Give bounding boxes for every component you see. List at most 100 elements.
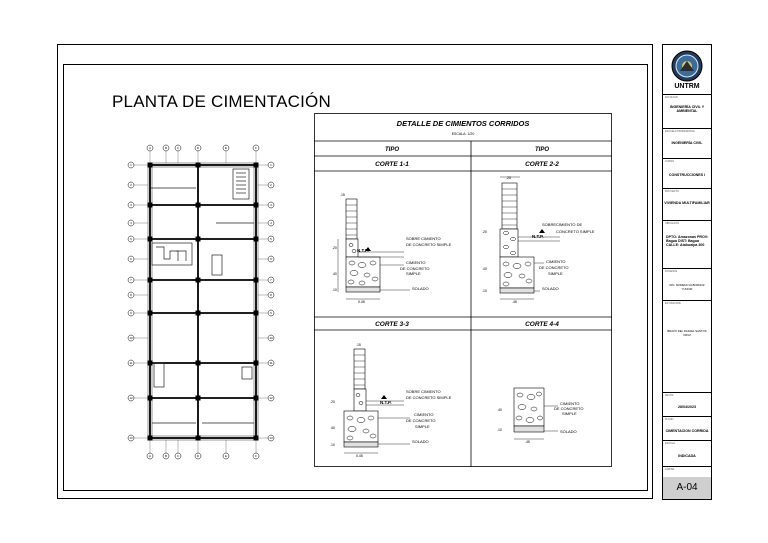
plan-column xyxy=(147,360,153,366)
cut-1-cimiento-1: CIMIENTO xyxy=(406,260,425,265)
plan-column xyxy=(147,395,153,401)
cut-4-solado: SOLADO xyxy=(560,429,577,434)
cut-1-drawing: N.T.P. .15 .20 .40 .10 0.45 SOBRE CIMIEN… xyxy=(332,193,452,304)
cut-2-sobrecimiento-1: SOBRECIMIENTO DE xyxy=(542,222,582,227)
axis-bubble-left xyxy=(127,181,135,189)
cut-1-dim-h1: .20 xyxy=(332,246,337,250)
cut-4-dim-width: .45 xyxy=(525,440,530,444)
plan-walls xyxy=(149,164,257,439)
cut-2-cimiento-3: SIMPLE xyxy=(548,271,563,276)
axis-bubble-left xyxy=(127,235,135,243)
cut-3-dim-top: .15 xyxy=(356,343,361,347)
plan-column xyxy=(147,277,153,283)
axis-bubble-top-label: A xyxy=(149,146,151,150)
axis-bubble-right xyxy=(267,201,275,209)
axis-bubble-top xyxy=(162,144,170,152)
foundation-detail-table: DETALLE DE CIMIENTOS CORRIDOS ESCALA: 1/… xyxy=(314,113,612,467)
tb-cell-teacher: DOCENTE ING. MORENO ALBORNOZ YUNIOR xyxy=(663,269,711,301)
tb-cell-student: ESTUDIANTE BRAVO DEL RAFAEL SANTOS CRUZ xyxy=(663,301,711,393)
axis-bubble-left-label: 4 xyxy=(130,221,132,225)
axis-bubble-bottom xyxy=(222,452,230,460)
axis-bubble-right xyxy=(267,161,275,169)
axis-bubble-right xyxy=(267,394,275,402)
axis-bubble-bottom xyxy=(146,452,154,460)
cut-3-title: CORTE 3-3 xyxy=(375,321,409,328)
axis-bubble-bottom-label: E xyxy=(225,454,227,458)
tb-cell-project: PROYECTO VIVIENDA MULTIFAMILIAR xyxy=(663,189,711,221)
axis-bubble-left-label: 10 xyxy=(129,336,133,340)
axis-bubble-left-label: 5 xyxy=(130,237,132,241)
axis-bubble-top-label: C xyxy=(177,146,180,150)
cut-3-cimiento-2: DE CONCRETO xyxy=(406,418,435,423)
cut-2-cimiento-2: DE CONCRETO xyxy=(539,265,568,270)
cut-3-sobrecimiento-1: SOBRE CIMIENTO xyxy=(406,389,441,394)
plan-column xyxy=(253,277,259,283)
tb-value: ING. MORENO ALBORNOZ YUNIOR xyxy=(669,283,705,292)
plan-column xyxy=(253,202,259,208)
cut-2-dim-width: .45 xyxy=(512,300,517,304)
axis-bubble-right-label: 1 xyxy=(270,163,272,167)
cut-2-dim-h3: .10 xyxy=(482,289,487,293)
axis-bubble-right-label: 2 xyxy=(270,183,272,187)
plan-column xyxy=(195,162,201,168)
tb-value: INGENIERÍA CIVIL Y AMBIENTAL xyxy=(669,105,705,114)
drawing-inner-frame xyxy=(63,64,648,491)
axis-bubble-top xyxy=(222,144,230,152)
cut-4-cimiento-1: CIMIENTO xyxy=(560,401,579,406)
cut-1-dim-top: .15 xyxy=(340,193,345,197)
axis-bubble-right-label: 8 xyxy=(270,293,272,297)
plan-column xyxy=(195,435,201,441)
axis-bubble-left-label: 8 xyxy=(130,293,132,297)
sheet-number-box: A-04 xyxy=(663,477,711,499)
axis-bubble-right-label: 11 xyxy=(269,361,272,365)
tb-label: CURSO xyxy=(665,160,675,163)
axis-bubble-left-label: 9 xyxy=(130,311,132,315)
axis-bubble-top-label: B xyxy=(165,146,167,150)
axis-bubble-left xyxy=(127,255,135,263)
university-seal-icon xyxy=(671,50,703,82)
cut-4-title: CORTE 4-4 xyxy=(525,321,559,328)
tb-label: UBICACIÓN xyxy=(665,222,679,225)
axis-bubble-left-label: 6 xyxy=(130,257,132,261)
tb-value: INDICADA xyxy=(678,454,696,458)
plan-column xyxy=(147,435,153,441)
axis-bubble-right-label: 12 xyxy=(269,396,273,400)
cut-1-dim-h2: .40 xyxy=(332,272,337,276)
axis-bubble-right xyxy=(267,235,275,243)
axis-bubble-bottom-label: A xyxy=(149,454,151,458)
plan-details xyxy=(150,168,254,424)
axis-bubble-top xyxy=(174,144,182,152)
axis-bubble-left xyxy=(127,276,135,284)
axis-bubble-right-label: 7 xyxy=(270,278,272,282)
cut-1-dim-h3: .10 xyxy=(332,288,337,292)
axis-bubble-right xyxy=(267,291,275,299)
cut-4-cimiento-3: SIMPLE xyxy=(562,411,577,416)
tb-cell-faculty: FACULTAD INGENIERÍA CIVIL Y AMBIENTAL xyxy=(663,95,711,129)
plan-column xyxy=(147,236,153,242)
tb-value: DPTO: Amazonas PROV: Bagua DIST: Bagua C… xyxy=(666,235,709,248)
axis-bubble-right xyxy=(267,309,275,317)
cut-2-ntp: N.T.P. xyxy=(532,234,544,239)
axis-bubble-left-label: 7 xyxy=(130,278,132,282)
tb-value: INGENIERÍA CIVIL xyxy=(671,141,703,145)
axis-bubble-left xyxy=(127,309,135,317)
plan-column xyxy=(195,277,201,283)
axis-bubble-bottom xyxy=(174,452,182,460)
plan-column xyxy=(195,310,201,316)
axis-bubble-right-label: 5 xyxy=(270,237,272,241)
cut-1-title: CORTE 1-1 xyxy=(375,161,409,168)
axis-bubble-bottom xyxy=(162,452,170,460)
cut-2-cimiento-1: CIMIENTO xyxy=(546,259,565,264)
cut-2-solado: SOLADO xyxy=(542,286,559,291)
axis-bubble-right xyxy=(267,359,275,367)
plan-column xyxy=(253,310,259,316)
cut-2-sobrecimiento-2: CONCRETO SIMPLE xyxy=(556,229,595,234)
cut-3-ntp: N.T.P. xyxy=(380,400,392,405)
tb-cell-scale: ESCALA INDICADA xyxy=(663,441,711,467)
axis-bubble-left-label: 12 xyxy=(129,396,133,400)
plan-column xyxy=(253,236,259,242)
tipo-left: TIPO xyxy=(385,147,399,153)
tb-label: ESCUELA PROFESIONAL xyxy=(665,130,696,133)
axis-bubble-left-label: 1 xyxy=(130,163,132,167)
tb-label: DOCENTE xyxy=(665,270,678,273)
